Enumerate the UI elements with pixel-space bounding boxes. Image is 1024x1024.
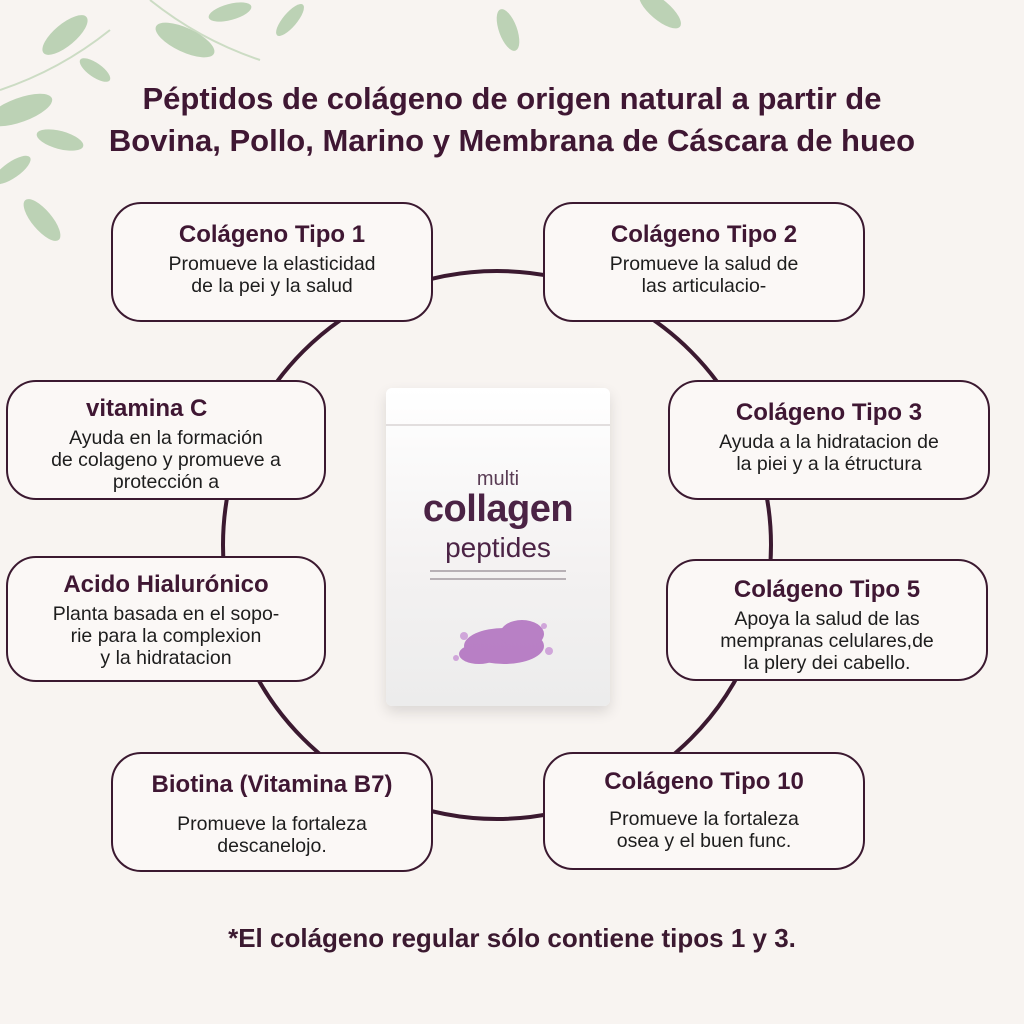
title-line-2: Bovina, Pollo, Marino y Membrana de Cásc… [108, 123, 916, 158]
pouch-fine-print [430, 578, 566, 580]
card-text: Ayuda a la hidratacion de la piei y a la… [719, 431, 939, 475]
card-heading: Colágeno Tipo 1 [178, 221, 366, 248]
card-heading: Colágeno Tipo 3 [735, 399, 923, 426]
product-pouch-image: multi collagen peptides [386, 388, 610, 706]
footer-note: *El colágeno regular sólo contiene tipos… [228, 923, 796, 953]
card-colageno-tipo-3: Colágeno Tipo 3 Ayuda a la hidratacion d… [668, 380, 990, 500]
card-colageno-tipo-10: Colágeno Tipo 10 Promueve la fortaleza o… [543, 752, 865, 870]
card-text: Promueve la salud de las articulacio- [609, 253, 799, 297]
card-acido-hialuronico: Acido Hialurónico Planta basada en el so… [6, 556, 326, 682]
pouch-zipper [386, 424, 610, 426]
pouch-label-multi: multi [476, 468, 520, 490]
card-text: Ayuda en la formación de colageno y prom… [51, 427, 281, 493]
title-line-1: Péptidos de colágeno de origen natural a… [142, 81, 882, 116]
powder-splash-graphic [453, 620, 553, 664]
card-heading: Colágeno Tipo 10 [604, 768, 804, 795]
card-text: Planta basada en el sopo- rie para la co… [52, 603, 280, 669]
pouch-fine-print [430, 570, 566, 572]
card-vitamina-c: vitamina C Ayuda en la formación de cola… [6, 380, 326, 500]
card-heading: Biotina (Vitamina B7) [151, 771, 393, 798]
card-heading: Colágeno Tipo 2 [610, 221, 798, 248]
card-colageno-tipo-5: Colágeno Tipo 5 Apoya la salud de las me… [666, 559, 988, 681]
card-heading: vitamina C [86, 395, 208, 422]
card-text: Promueve la fortaleza osea y el buen fun… [609, 808, 799, 852]
card-text: Apoya la salud de las mempranas celulare… [720, 608, 934, 674]
card-heading: Colágeno Tipo 5 [733, 576, 921, 603]
card-biotina: Biotina (Vitamina B7) Promueve la fortal… [111, 752, 433, 872]
pouch-label-collagen: collagen [422, 488, 574, 530]
card-text: Promueve la elasticidad de la pei y la s… [168, 253, 376, 297]
card-colageno-tipo-1: Colágeno Tipo 1 Promueve la elasticidad … [111, 202, 433, 322]
pouch-label-peptides: peptides [445, 532, 551, 563]
card-heading: Acido Hialurónico [63, 571, 269, 598]
page-title: Péptidos de colágeno de origen natural a… [0, 78, 1024, 162]
card-colageno-tipo-2: Colágeno Tipo 2 Promueve la salud de las… [543, 202, 865, 322]
card-text: Promueve la fortaleza descanelojo. [177, 813, 367, 857]
